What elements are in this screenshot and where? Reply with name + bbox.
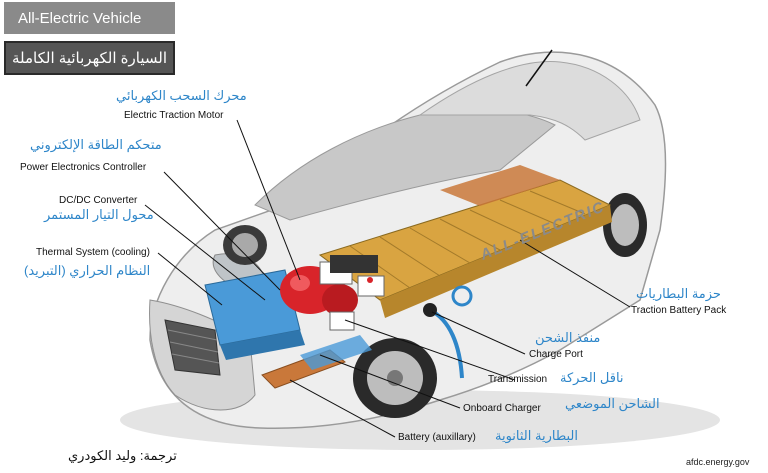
source-credit: afdc.energy.gov xyxy=(686,457,750,467)
label-dcdc-en: DC/DC Converter xyxy=(59,195,138,206)
roof xyxy=(418,61,641,141)
label-thermal-ar: النظام الحراري (التبريد) xyxy=(24,263,151,278)
label-charger-ar: الشاحن الموضعي xyxy=(565,396,660,411)
grille xyxy=(164,319,221,376)
label-trans-en: Transmission xyxy=(488,374,548,385)
label-port-en: Charge Port xyxy=(529,349,583,360)
charge-port xyxy=(423,303,437,317)
diagram-title: All-Electric Vehicle xyxy=(4,2,175,34)
label-motor-en: Electric Traction Motor xyxy=(124,110,224,121)
label-dcdc-ar: محول التيار المستمر xyxy=(44,207,154,222)
ev-logo-icon xyxy=(451,285,473,307)
thermal-system-cooling xyxy=(204,269,305,360)
leader-lines xyxy=(144,119,631,438)
translator-credit: ترجمة: وليد الكودري xyxy=(68,448,177,463)
antenna xyxy=(525,49,553,87)
label-charger-en: Onboard Charger xyxy=(463,403,541,414)
label-pec-ar: متحكم الطاقة الإلكتروني xyxy=(30,137,162,152)
label-trans-ar: ناقل الحركة xyxy=(560,370,624,385)
diagram-subtitle-arabic: السيارة الكهربائية الكاملة xyxy=(4,41,175,75)
rear-wheel xyxy=(603,193,647,257)
label-aux-en: Battery (auxillary) xyxy=(398,432,476,443)
label-battery-en: Traction Battery Pack xyxy=(631,305,727,316)
label-port-ar: منفذ الشحن xyxy=(535,330,601,345)
label-aux-ar: البطارية الثانوية xyxy=(495,428,578,443)
label-thermal-en: Thermal System (cooling) xyxy=(36,247,150,258)
label-pec-en: Power Electronics Controller xyxy=(20,162,147,173)
front-left-wheel xyxy=(223,225,267,265)
traction-battery-pack xyxy=(318,165,612,318)
onboard-charger-unit xyxy=(300,335,372,370)
label-motor-ar: محرك السحب الكهربائي xyxy=(116,88,247,103)
grille-bars xyxy=(167,329,220,364)
label-battery-ar: حزمة البطاريات xyxy=(636,286,721,301)
controller-housing xyxy=(330,255,378,273)
